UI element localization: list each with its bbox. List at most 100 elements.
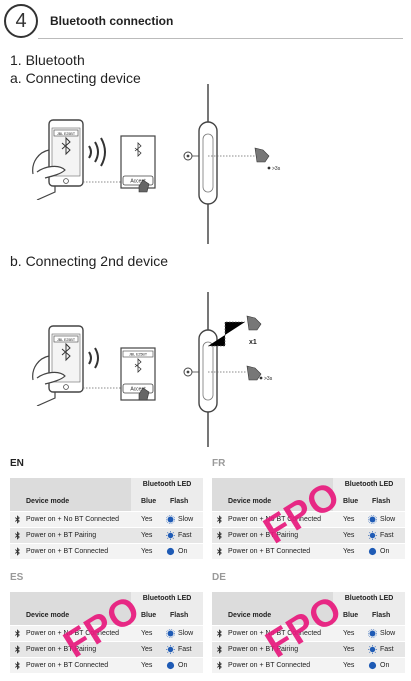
flash-cell: Slow <box>178 630 194 637</box>
flash-cell: On <box>380 662 390 669</box>
signal-waves-icon <box>88 347 99 369</box>
finger-tap-icon <box>138 387 150 401</box>
second-device-remote-illustration: x1 >3s <box>183 292 273 447</box>
device-mode-cell: Power on + BT Pairing <box>26 532 97 539</box>
flash-cell: On <box>178 548 188 555</box>
phone-home-button <box>63 178 69 184</box>
bluetooth-icon <box>217 531 222 540</box>
bluetooth-icon <box>217 547 222 556</box>
bluetooth-led-heading: Bluetooth LED <box>344 595 394 602</box>
device-mode-cell: Power on + No BT Connected <box>228 630 322 637</box>
bluetooth-led-heading: Bluetooth LED <box>142 481 192 488</box>
blue-cell: Yes <box>343 516 355 523</box>
device-mode-cell: Power on + BT Connected <box>228 662 311 669</box>
bluetooth-icon <box>15 661 20 670</box>
blue-heading: Blue <box>141 498 157 505</box>
flash-cell: Fast <box>380 532 394 539</box>
remote-control-illustration: >3s <box>183 84 281 244</box>
flash-cell: Fast <box>380 646 394 653</box>
slow-flash-icon <box>368 629 377 638</box>
bluetooth-icon <box>217 661 222 670</box>
device-mode-cell: Power on + BT Pairing <box>228 646 299 653</box>
thumb-outline <box>36 165 66 179</box>
device-mode-heading: Device mode <box>228 498 272 505</box>
blue-cell: Yes <box>141 516 153 523</box>
second-device-phone-illustration: JBL E25BT JBL E25BT Accept <box>32 325 156 406</box>
fast-flash-icon <box>368 645 377 654</box>
bluetooth-icon <box>15 515 20 524</box>
blue-cell: Yes <box>343 532 355 539</box>
fast-flash-icon <box>166 645 175 654</box>
blue-cell: Yes <box>343 548 355 555</box>
table-row: Power on + BT Connected Yes On <box>212 543 405 559</box>
bluetooth-icon <box>15 645 20 654</box>
accept-button-label: Accept <box>130 179 146 185</box>
press-count-label: x1 <box>249 339 257 346</box>
flash-heading: Flash <box>170 612 189 619</box>
phone-home-button <box>63 384 69 390</box>
table-row: Power on + BT Pairing Yes Fast <box>212 527 405 543</box>
blue-cell: Yes <box>141 630 153 637</box>
flash-cell: Fast <box>178 532 192 539</box>
flash-cell: Slow <box>380 630 396 637</box>
bluetooth-icon <box>61 136 71 156</box>
popup-bluetooth-icon <box>134 358 142 373</box>
bluetooth-icon <box>61 342 71 362</box>
thumb-outline <box>36 371 66 385</box>
language-label-de: DE <box>212 572 226 583</box>
header-divider <box>38 38 403 39</box>
fast-flash-icon <box>368 531 377 540</box>
section-heading: 1. Bluetooth <box>10 52 85 68</box>
hold-finger-icon <box>246 365 262 381</box>
solid-dot-icon <box>166 547 175 556</box>
blue-heading: Blue <box>343 612 359 619</box>
subsection-b-heading: b. Connecting 2nd device <box>10 253 168 269</box>
bluetooth-icon <box>15 547 20 556</box>
hold-timer-dot <box>267 166 271 170</box>
bluetooth-icon <box>217 515 222 524</box>
device-mode-cell: Power on + No BT Connected <box>26 630 120 637</box>
finger-tap-icon <box>138 179 150 193</box>
slow-flash-icon <box>166 515 175 524</box>
bluetooth-led-heading: Bluetooth LED <box>142 595 192 602</box>
device-mode-cell: Power on + No BT Connected <box>228 516 322 523</box>
blue-cell: Yes <box>141 662 153 669</box>
blue-cell: Yes <box>141 646 153 653</box>
subsection-a-heading: a. Connecting device <box>10 70 141 86</box>
blue-cell: Yes <box>343 646 355 653</box>
device-mode-cell: Power on + BT Pairing <box>26 646 97 653</box>
device-mode-cell: Power on + No BT Connected <box>26 516 120 523</box>
solid-dot-icon <box>368 661 377 670</box>
blue-cell: Yes <box>343 662 355 669</box>
flash-heading: Flash <box>170 498 189 505</box>
phone-device-label: JBL E25BT <box>57 132 76 136</box>
bluetooth-led-heading: Bluetooth LED <box>344 481 394 488</box>
phone-device-label: JBL E25BT <box>57 338 76 342</box>
popup-device-label: JBL E25BT <box>129 353 148 357</box>
bluetooth-icon <box>217 629 222 638</box>
language-label-es: ES <box>10 572 24 583</box>
table-row: Power on + BT Connected Yes On <box>212 657 405 673</box>
step-number-badge: 4 <box>4 4 38 38</box>
device-mode-heading: Device mode <box>26 498 70 505</box>
device-mode-cell: Power on + BT Pairing <box>228 532 299 539</box>
table-header: Bluetooth LED Device mode Blue Flash <box>10 478 203 511</box>
remote-button <box>202 341 214 401</box>
device-mode-cell: Power on + BT Connected <box>228 548 311 555</box>
blue-heading: Blue <box>141 612 157 619</box>
device-mode-heading: Device mode <box>228 612 272 619</box>
remote-button <box>202 133 214 193</box>
phone-pairing-illustration: JBL E25BT Accept <box>32 119 156 200</box>
signal-waves-icon <box>88 137 106 167</box>
flash-cell: On <box>380 548 390 555</box>
